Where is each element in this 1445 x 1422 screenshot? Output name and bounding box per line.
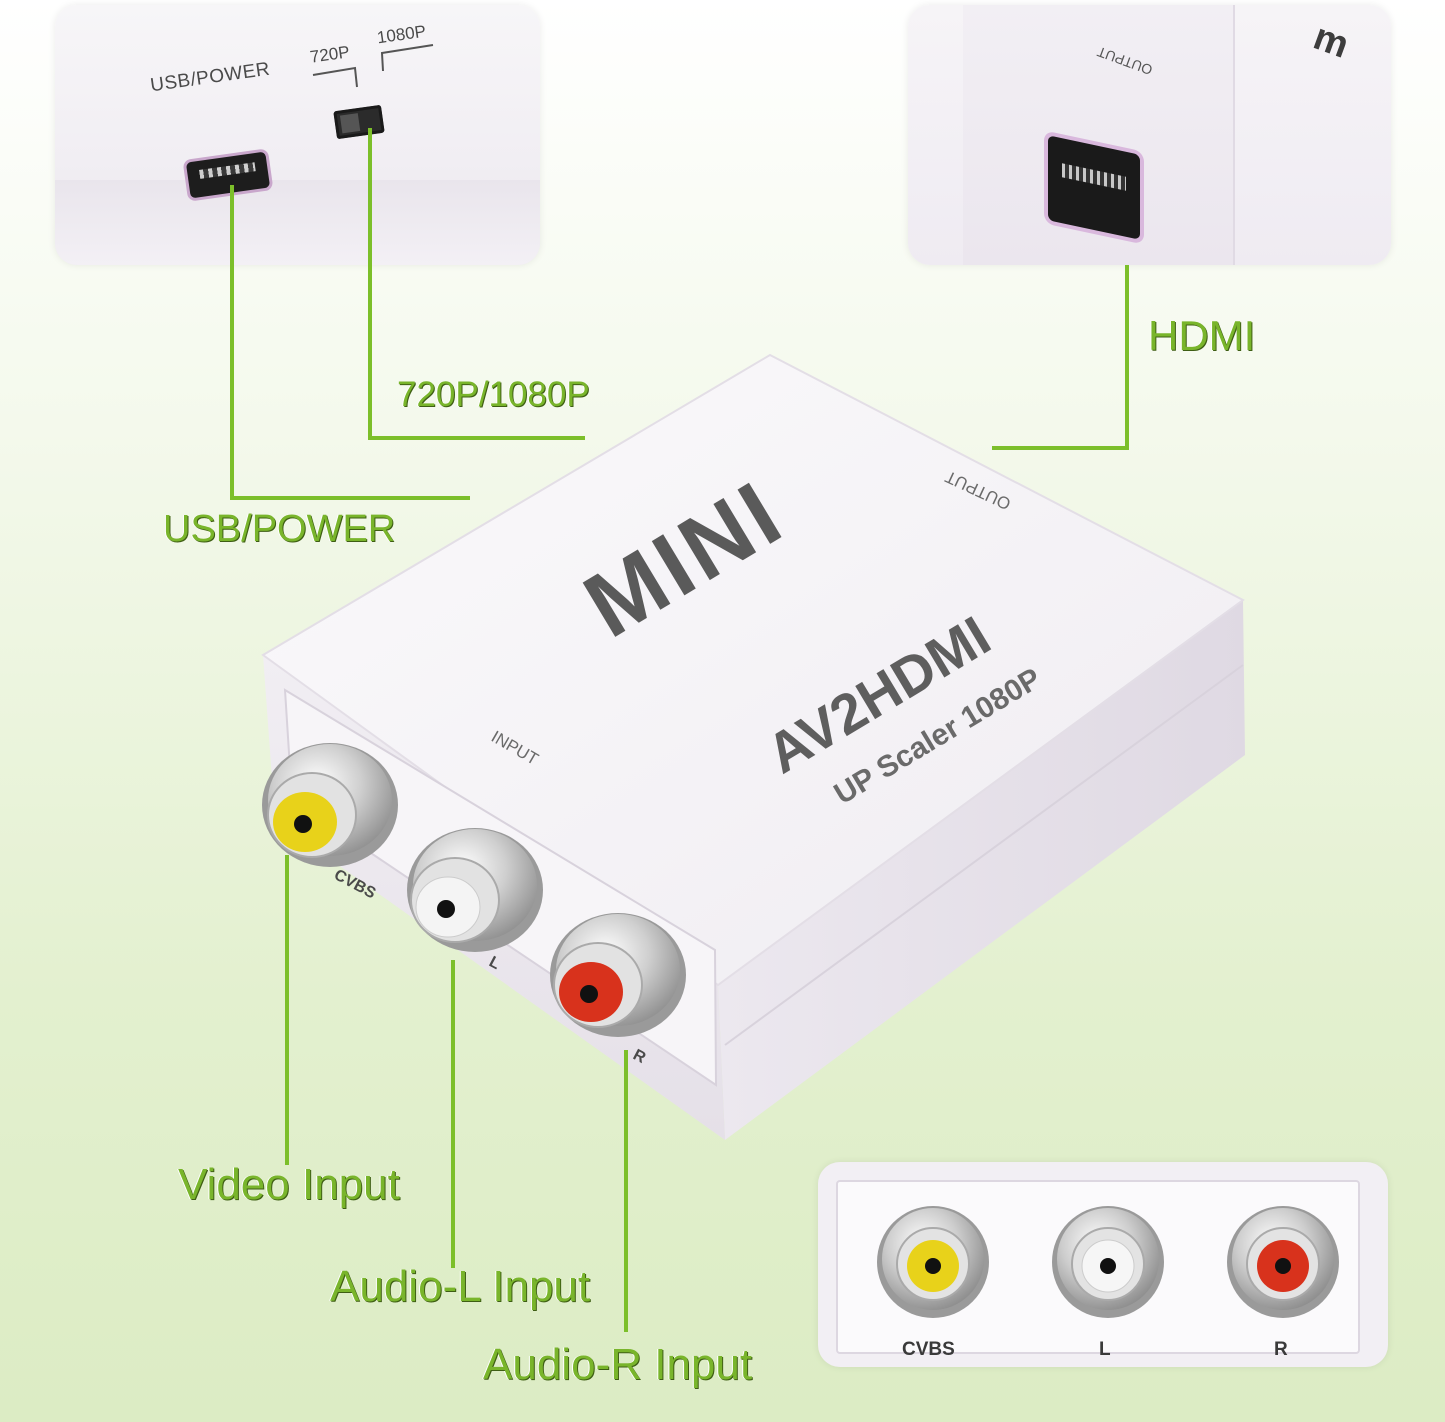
- closeup-label-r: R: [1274, 1339, 1288, 1360]
- switch-brackets: [312, 44, 434, 88]
- rca-audio-r-connector-icon: [550, 913, 686, 1037]
- device-seam: [724, 664, 1244, 1046]
- callout-resolution: 720P/1080P: [397, 375, 590, 414]
- closeup-rca-r-icon: [1227, 1206, 1339, 1318]
- callout-audio-r-input: Audio-R Input: [483, 1340, 753, 1389]
- callout-audio-l-input: Audio-L Input: [330, 1262, 591, 1311]
- callout-video-input: Video Input: [178, 1160, 400, 1209]
- callout-hdmi: HDMI: [1148, 312, 1256, 359]
- rca-audio-l-connector-icon: [407, 828, 543, 952]
- callout-leader-lines: [230, 128, 1129, 1332]
- device-edge: [55, 180, 540, 265]
- rca-cvbs-connector-icon: [262, 743, 398, 867]
- rca-ports-drawing: [877, 1206, 1339, 1318]
- closeup-label-l: L: [1099, 1339, 1111, 1360]
- callout-usb-power: USB/POWER: [163, 508, 396, 550]
- closeup-rca-cvbs-icon: [877, 1206, 989, 1318]
- closeup-label-cvbs: CVBS: [902, 1339, 955, 1360]
- device-right-side: [718, 600, 1245, 1140]
- usb-switch-closeup: USB/POWER 720P 1080P: [55, 5, 540, 265]
- rca-ports-closeup: CVBS L R: [818, 1162, 1388, 1367]
- closeup-rca-l-icon: [1052, 1206, 1164, 1318]
- hdmi-output-closeup: OUTPUT ɯ: [908, 5, 1391, 265]
